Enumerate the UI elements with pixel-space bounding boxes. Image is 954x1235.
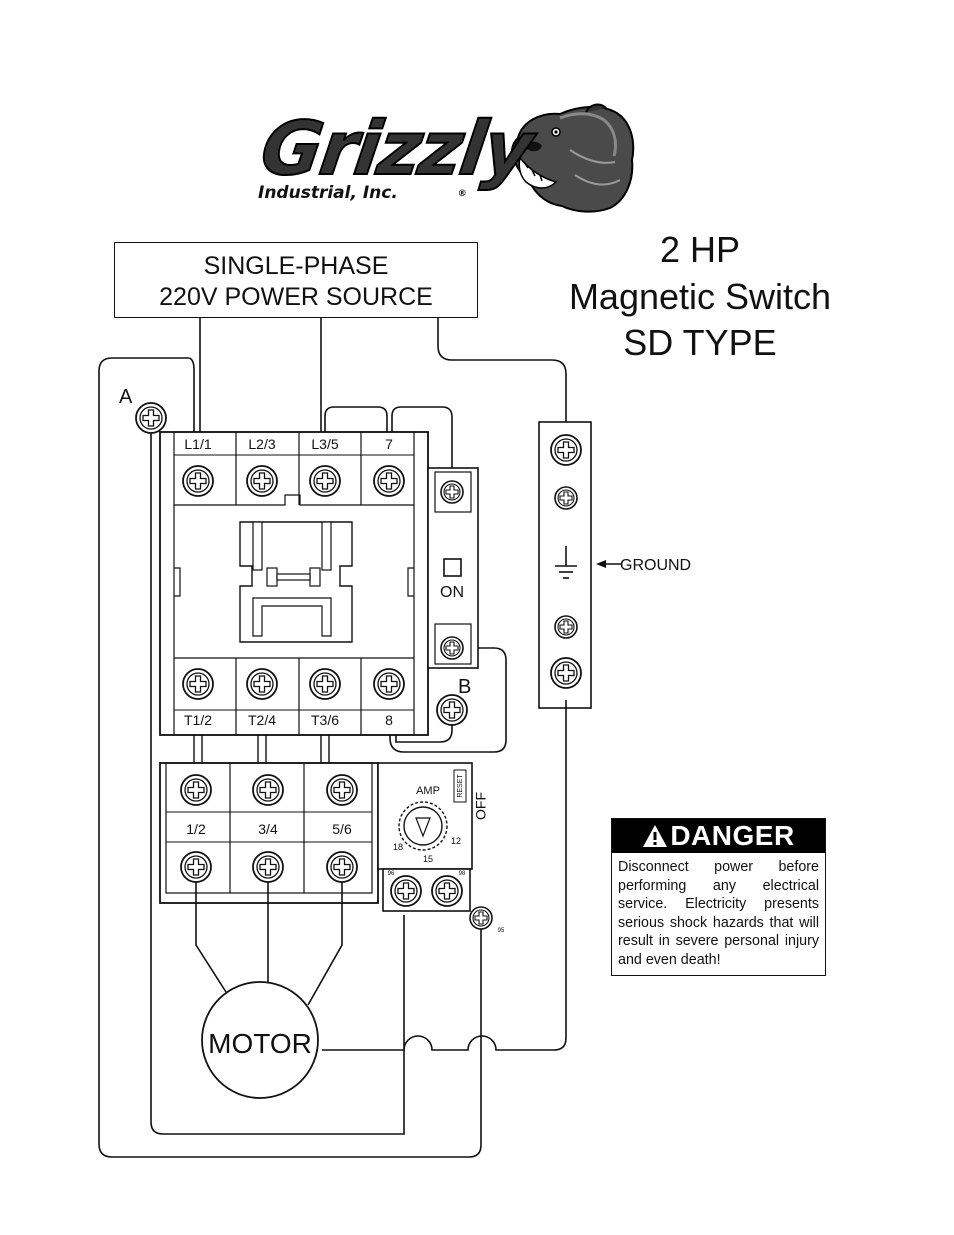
danger-warning-box: DANGER Disconnect power before performin…: [611, 818, 826, 976]
brand-subtitle-text: Industrial, Inc.: [258, 183, 398, 203]
aux-label-98: 98: [459, 871, 466, 877]
terminal-label-t1: T1/2: [184, 712, 212, 728]
terminal-label-7: 7: [385, 436, 393, 452]
on-label: ON: [440, 584, 464, 601]
terminal-b-label: B: [458, 676, 471, 698]
overload-relay: [159, 762, 493, 934]
jumper-wires: [324, 406, 453, 478]
warning-triangle-icon: [643, 825, 668, 847]
overload-label-5-6: 5/6: [332, 821, 352, 837]
ground-label: GROUND: [620, 557, 691, 574]
on-switch-block: ON: [427, 467, 479, 669]
brand-logo-wordmark: Grizzly: [255, 105, 537, 193]
aux-label-96: 96: [388, 871, 395, 877]
power-source-box: SINGLE-PHASE 220V POWER SOURCE: [114, 242, 478, 318]
terminal-label-t3: T3/6: [311, 712, 339, 728]
ground-pointer-arrow: [596, 560, 622, 568]
terminal-label-t2: T2/4: [248, 712, 276, 728]
dial-value-18: 18: [393, 842, 403, 852]
amp-label: AMP: [416, 785, 440, 797]
control-wires: [389, 647, 507, 753]
motor-wires: [195, 882, 343, 1006]
danger-heading: DANGER: [612, 819, 825, 853]
terminal-a-label: A: [119, 386, 133, 408]
contactor-overload-wires: [193, 735, 330, 763]
ground-symbol-icon: [555, 546, 577, 579]
off-label: OFF: [473, 792, 489, 820]
danger-heading-text: DANGER: [670, 820, 795, 851]
dial-value-15: 15: [423, 854, 433, 864]
terminal-95-screw: [469, 906, 493, 930]
overload-labels: 1/2 3/4 5/6 AMP RESET OFF 18 15 12 96 98…: [186, 774, 505, 934]
terminal-label-8: 8: [385, 712, 393, 728]
amp-dial-icon: [398, 801, 448, 851]
danger-body: Disconnect power before performing any e…: [618, 859, 819, 968]
contactor-labels: L1/1 L2/3 L3/5 7 T1/2 T2/4 T3/6 8: [184, 436, 393, 728]
overload-label-3-4: 3/4: [258, 821, 278, 837]
overload-label-1-2: 1/2: [186, 821, 206, 837]
motor-label: MOTOR: [208, 1028, 312, 1059]
brand-logo-subtitle: Industrial, Inc. ®: [258, 183, 467, 203]
title-line-2: Magnetic Switch: [568, 276, 832, 317]
reset-label: RESET: [457, 774, 464, 798]
bear-head-icon: [510, 103, 635, 213]
terminal-label-l1: L1/1: [184, 436, 211, 452]
title-line-1: 2 HP: [659, 229, 741, 270]
aux-label-95: 95: [498, 928, 505, 934]
ground-wire-a: [150, 432, 405, 1135]
ground-bar: [538, 421, 592, 709]
power-source-wires: [199, 318, 567, 432]
enclosure-wire: [98, 357, 482, 1158]
motor-circle: [201, 981, 319, 1099]
dial-value-12: 12: [451, 836, 461, 846]
terminal-a-screw: [135, 402, 167, 434]
title-line-3: SD TYPE: [623, 322, 777, 363]
power-source-line-2: 220V POWER SOURCE: [159, 283, 433, 311]
terminal-label-l2: L2/3: [248, 436, 275, 452]
motor-ground-wire: [322, 700, 567, 1051]
registered-mark: ®: [457, 189, 467, 199]
on-button-icon: [443, 558, 462, 577]
terminal-b-screw: [436, 694, 468, 726]
power-source-line-1: SINGLE-PHASE: [203, 252, 389, 280]
terminal-label-l3: L3/5: [311, 436, 338, 452]
